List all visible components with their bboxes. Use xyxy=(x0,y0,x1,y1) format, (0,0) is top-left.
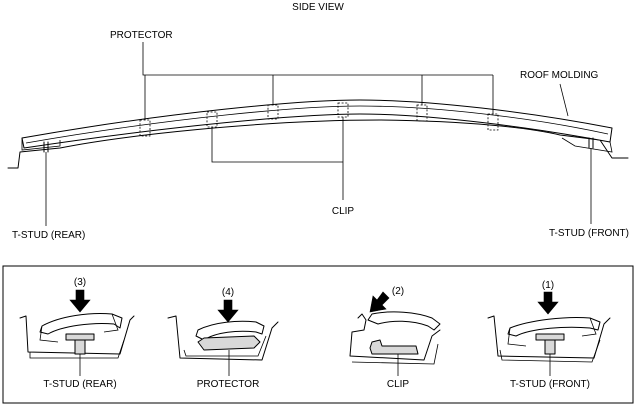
tstud-front-stem xyxy=(544,339,556,355)
detail-caption-tstud-front: T-STUD (FRONT) xyxy=(510,379,590,390)
push-arrow-4 xyxy=(217,299,239,323)
body-panel-protector xyxy=(167,315,279,361)
clip-label: CLIP xyxy=(332,206,355,217)
side-view-title: SIDE VIEW xyxy=(292,2,344,13)
detail-tstud-rear: (3) T-STUD (REAR) xyxy=(19,277,135,390)
tstud-rear-base xyxy=(65,333,95,341)
protector-label: PROTECTOR xyxy=(110,30,173,41)
push-arrow-3 xyxy=(69,289,91,313)
tstud-rear-stem xyxy=(74,339,86,355)
protector-piece xyxy=(197,335,261,351)
body-panel-clip xyxy=(349,313,441,361)
body-panel-protector-inner xyxy=(183,335,267,357)
roof-molding-leader xyxy=(559,83,569,117)
detail-step-3: (3) xyxy=(74,277,86,288)
body-panel-rear-inner xyxy=(29,339,125,359)
detail-caption-tstud-rear: T-STUD (REAR) xyxy=(43,379,116,390)
detail-caption-clip: CLIP xyxy=(387,379,410,390)
molding-rear-lip xyxy=(39,313,119,343)
body-panel-front-inner xyxy=(499,339,601,363)
clip-piece xyxy=(369,339,419,355)
tstud-front-marker xyxy=(588,137,594,149)
molding-front-section xyxy=(507,317,601,337)
molding-front-lip xyxy=(507,317,597,347)
roof-molding-label: ROOF MOLDING xyxy=(520,70,599,81)
body-panel-front xyxy=(487,315,611,359)
detail-protector: (4) PROTECTOR xyxy=(167,287,279,390)
tstud-front-label: T-STUD (FRONT) xyxy=(549,228,629,239)
body-panel-clip-lower xyxy=(351,343,439,365)
roof-molding-inner-line xyxy=(25,105,609,144)
molding-rear-section xyxy=(39,313,123,335)
protector-leader xyxy=(142,42,494,120)
push-arrow-2 xyxy=(369,291,390,313)
detail-tstud-front: (1) T-STUD (FRONT) xyxy=(487,280,611,390)
molding-clip-section xyxy=(367,311,441,331)
detail-step-4: (4) xyxy=(222,287,234,298)
detail-clip: (2) CLIP xyxy=(349,286,441,390)
detail-caption-protector: PROTECTOR xyxy=(197,379,260,390)
detail-panel xyxy=(2,265,634,404)
molding-front-end xyxy=(561,137,613,153)
detail-step-1: (1) xyxy=(542,280,554,291)
tstud-rear-marker xyxy=(43,141,49,153)
roof-panel-line xyxy=(7,119,629,169)
molding-protector-section xyxy=(195,320,265,341)
push-arrow-1 xyxy=(537,291,559,315)
body-panel-rear xyxy=(19,315,135,355)
tstud-front-base xyxy=(535,333,565,341)
detail-step-2: (2) xyxy=(392,286,404,297)
clip-leader xyxy=(211,117,344,200)
molding-rear-end xyxy=(21,138,61,151)
tstud-rear-label: T-STUD (REAR) xyxy=(12,230,85,241)
